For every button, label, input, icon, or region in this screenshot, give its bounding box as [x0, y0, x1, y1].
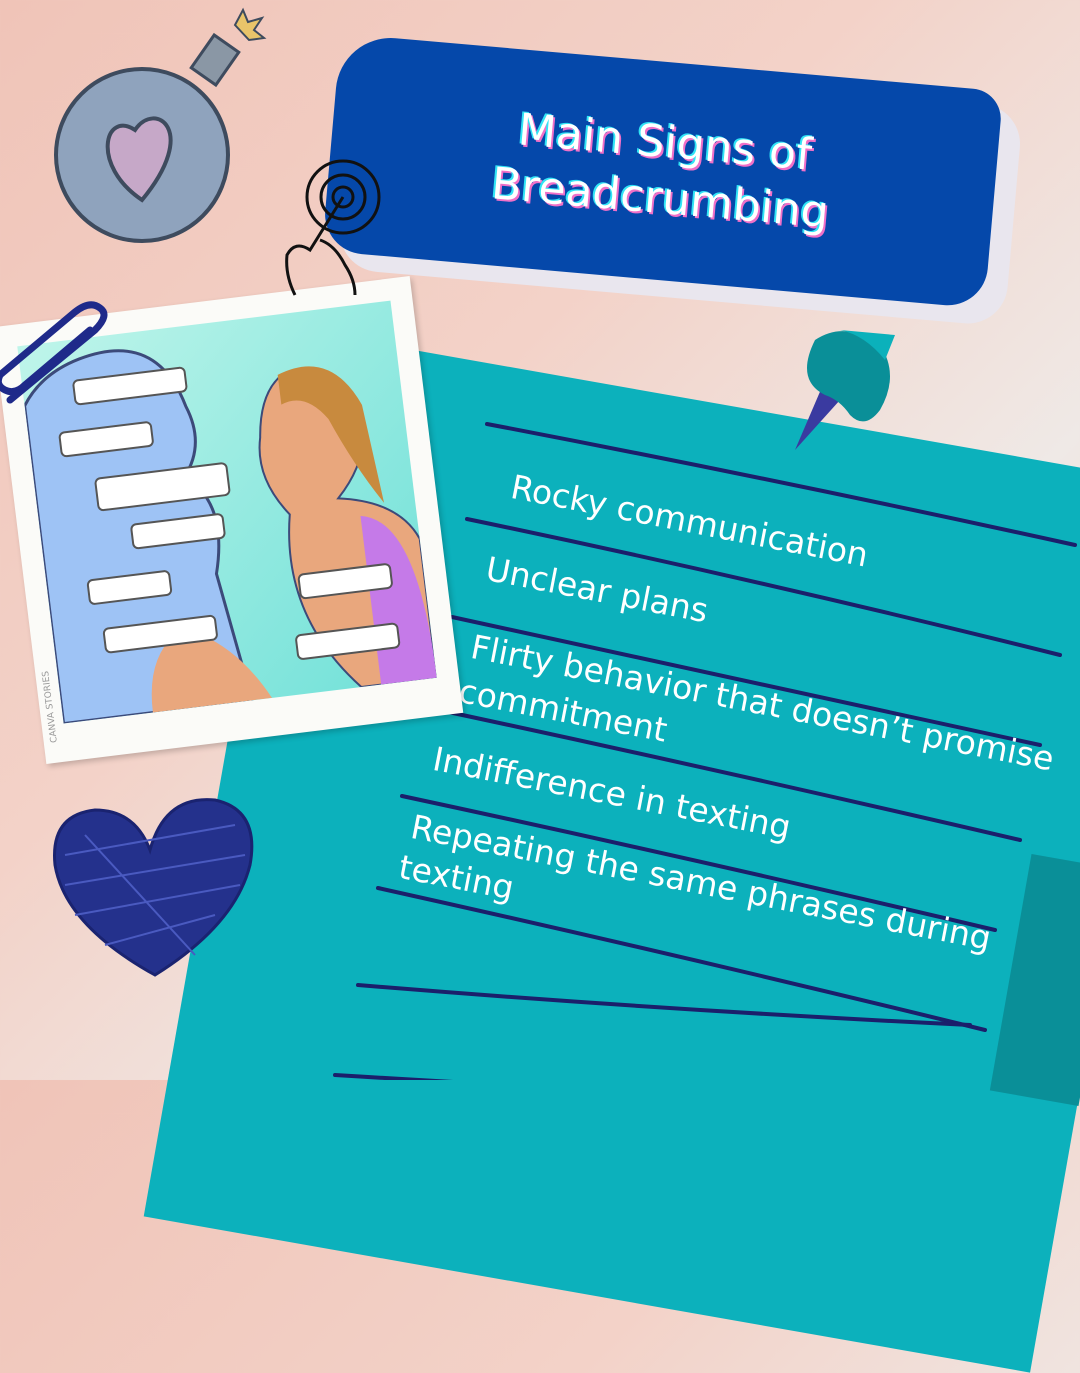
pointing-hand-icon: [285, 159, 381, 296]
ruled-line: [423, 705, 1022, 842]
photo-watermark: CANVA STORIES: [41, 670, 60, 744]
list-item: Unclear plans: [482, 549, 712, 631]
ruled-lines: [333, 422, 1077, 1080]
ruled-line: [465, 517, 1062, 657]
ruled-line: [356, 983, 972, 1027]
illustration-photo: CANVA STORIES: [0, 276, 464, 764]
paperclip-icon: [0, 301, 108, 404]
ruled-line: [450, 615, 1042, 747]
texting-couple-illustration: [17, 300, 437, 724]
ruled-line: [485, 422, 1077, 547]
bomb-icon: [54, 7, 267, 243]
ruled-line: [400, 794, 997, 932]
ruled-line: [333, 1073, 454, 1080]
pushpin-icon: [795, 330, 895, 450]
scribble-heart-icon: [53, 798, 254, 977]
list-item: Rocky communication: [507, 467, 872, 575]
ruled-line: [376, 886, 987, 1032]
